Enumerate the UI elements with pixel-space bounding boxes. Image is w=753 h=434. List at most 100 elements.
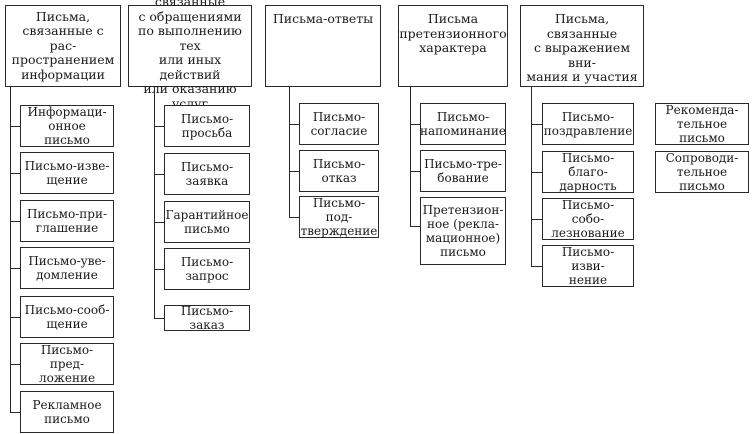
connector <box>410 171 420 172</box>
header-line: Письма, <box>35 8 91 24</box>
item-line: Письмо- <box>180 255 234 269</box>
item-line: отказ <box>321 171 357 185</box>
item-line: согласие <box>310 124 368 138</box>
connector <box>289 124 299 125</box>
connector <box>10 412 20 413</box>
item-line: Письмо- <box>180 112 234 126</box>
connector <box>289 217 299 218</box>
item-line: письмо <box>184 222 230 236</box>
item-box: Письмо-заявка <box>164 153 250 195</box>
connector <box>531 172 542 173</box>
item-line: щение <box>46 173 88 187</box>
item-line: тверждение <box>300 224 378 238</box>
item-line: письмо <box>44 412 90 426</box>
item-line: нение <box>568 273 608 287</box>
item-box: Письмо-запрос <box>164 248 250 290</box>
standalone-box: Рекоменда-тельное письмо <box>655 103 749 145</box>
group-5-trunk <box>531 87 532 267</box>
item-line: Письмо- <box>561 110 615 124</box>
group-5-header: Письма, связанные с выражением вни- мани… <box>520 5 644 87</box>
group-2-trunk <box>154 87 155 319</box>
connector <box>10 317 20 318</box>
connector <box>10 268 20 269</box>
connector <box>410 226 420 227</box>
group-3-header: Письма-ответы <box>265 5 381 87</box>
item-line: онное письмо <box>44 119 90 147</box>
header-line: связанные с рас- <box>22 23 104 53</box>
item-line: Письмо-благо- <box>561 151 615 179</box>
item-box: Письмо-напоминание <box>420 103 506 145</box>
item-line: Письмо-изве- <box>24 159 110 173</box>
header-line: с обращениями <box>138 8 242 24</box>
group-1-header: Письма, связанные с рас- пространением и… <box>5 5 121 87</box>
header-line: Письма, связанные <box>154 0 226 10</box>
item-line: Претензион- <box>422 203 504 217</box>
header-line: пространением <box>11 52 115 68</box>
item-box: Письмо-заказ <box>164 304 250 332</box>
connector <box>531 124 542 125</box>
item-box: Претензион-ное (рекла-мационное)письмо <box>420 197 506 265</box>
item-line: Письмо- <box>312 157 366 171</box>
connector <box>10 126 20 127</box>
header-line: или иных действий <box>158 52 222 82</box>
header-line: претензионного <box>399 25 507 41</box>
connector <box>154 222 164 223</box>
item-box: Письмо-согласие <box>299 103 379 145</box>
header-line: с выражением вни- <box>533 40 631 70</box>
group-3-trunk <box>289 87 290 218</box>
item-box: Письмо-просьба <box>164 105 250 147</box>
header-line: Письма <box>427 11 479 26</box>
item-line: мационное) <box>425 231 501 245</box>
header-line: информации <box>21 66 105 82</box>
item-line: Письмо- <box>312 110 366 124</box>
item-line: письмо <box>440 245 486 259</box>
standalone-box: Сопроводи-тельное письмо <box>655 151 749 193</box>
item-line: Письмо-собо- <box>561 198 615 226</box>
item-line: Письмо-сооб- <box>24 303 110 317</box>
item-line: поздравление <box>543 124 633 138</box>
item-line: Письмо-пред- <box>40 343 94 371</box>
connector <box>10 221 20 222</box>
item-line: Рекламное <box>32 398 102 412</box>
item-line: Письмо-уве- <box>28 254 106 268</box>
item-line: напоминание <box>420 124 506 138</box>
item-line: лезнование <box>551 226 625 240</box>
item-box: Информаци-онное письмо <box>20 105 114 147</box>
item-line: ное (рекла- <box>427 217 499 231</box>
item-box: Письмо-при-глашение <box>20 200 114 242</box>
item-line: Гарантийное <box>165 208 249 222</box>
item-box: Письмо-изви-нение <box>542 245 634 287</box>
group-4-header: Письма претензионного характера <box>398 5 508 87</box>
item-line: домление <box>36 268 98 282</box>
connector <box>10 364 20 365</box>
connector <box>410 124 420 125</box>
item-line: щение <box>46 317 88 331</box>
connector <box>154 174 164 175</box>
item-box: Письмо-отказ <box>299 150 379 192</box>
connector <box>289 171 299 172</box>
item-line: тельное письмо <box>676 165 728 193</box>
group-4-trunk <box>410 87 411 227</box>
item-line: заявка <box>185 174 229 188</box>
item-line: ложение <box>38 371 96 385</box>
header-line: по выполнению тех <box>138 23 242 53</box>
connector <box>154 126 164 127</box>
item-box: Письмо-благо-дарность <box>542 151 634 193</box>
connector <box>531 266 542 267</box>
item-line: Письмо- <box>436 110 490 124</box>
item-box: Письмо-уве-домление <box>20 247 114 289</box>
item-box: Письмо-изве-щение <box>20 152 114 194</box>
item-line: дарность <box>559 179 617 193</box>
header-line: Письма, связанные <box>546 11 618 41</box>
item-line: Письмо-под- <box>312 196 366 224</box>
connector <box>154 318 164 319</box>
item-line: Сопроводи- <box>665 151 739 165</box>
item-box: Письмо-под-тверждение <box>299 196 379 238</box>
connector <box>154 269 164 270</box>
item-line: тельное письмо <box>676 117 728 145</box>
item-box: Письмо-тре-бование <box>420 150 506 192</box>
item-line: Письмо- <box>180 160 234 174</box>
item-line: Письмо-при- <box>26 207 108 221</box>
